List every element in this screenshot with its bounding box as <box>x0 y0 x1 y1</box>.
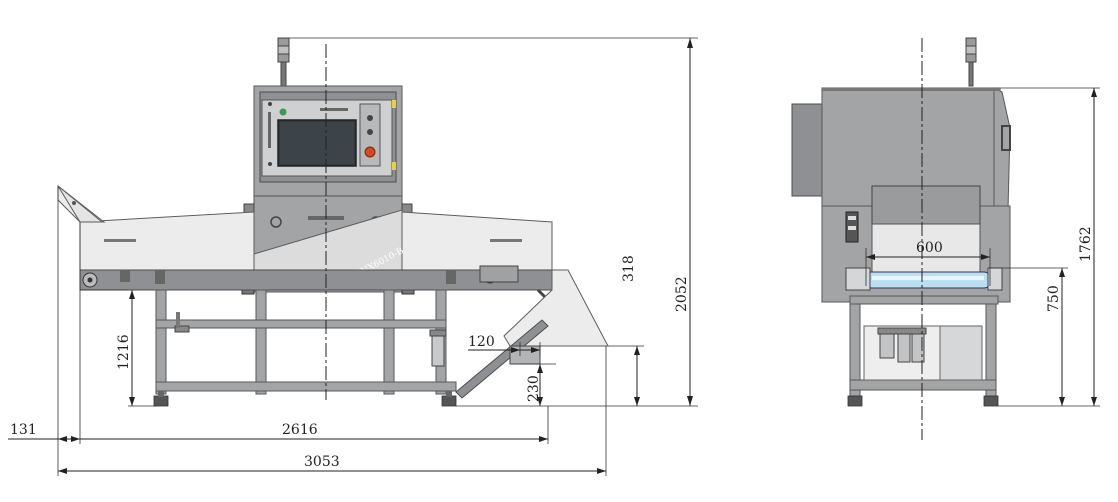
tunnel-opening <box>871 185 981 227</box>
dim-body-height: 1762 <box>1078 226 1094 262</box>
side-signal-tower-icon <box>965 37 977 87</box>
filter-regulator-icon <box>877 327 927 363</box>
front-view: UNX6010-B <box>57 37 609 407</box>
side-dimensions: 600 750 1762 <box>865 87 1100 407</box>
frame-leg <box>155 289 167 395</box>
dim-outfeed-height: 230 <box>526 375 542 402</box>
leveling-foot <box>153 395 169 407</box>
side-view <box>791 37 1011 407</box>
key-switch-icon <box>367 115 373 121</box>
logo-icon <box>279 108 287 116</box>
signal-tower-icon <box>277 37 290 87</box>
dim-right-step: 120 <box>468 334 495 350</box>
front-dimensions: 2052 318 1216 120 230 <box>8 37 698 476</box>
dim-overall-length: 3053 <box>304 454 340 470</box>
air-filter-icon <box>431 333 445 367</box>
dim-belt-height: 750 <box>1046 285 1062 312</box>
dim-right-height: 318 <box>621 255 637 282</box>
dim-infeed-offset: 131 <box>10 422 37 438</box>
dim-frame-length: 2616 <box>282 422 318 438</box>
dim-overall-height: 2052 <box>674 276 690 312</box>
dim-belt-width: 600 <box>916 240 943 256</box>
emergency-stop-icon <box>364 146 376 158</box>
dim-conveyor-height: 1216 <box>116 334 132 370</box>
